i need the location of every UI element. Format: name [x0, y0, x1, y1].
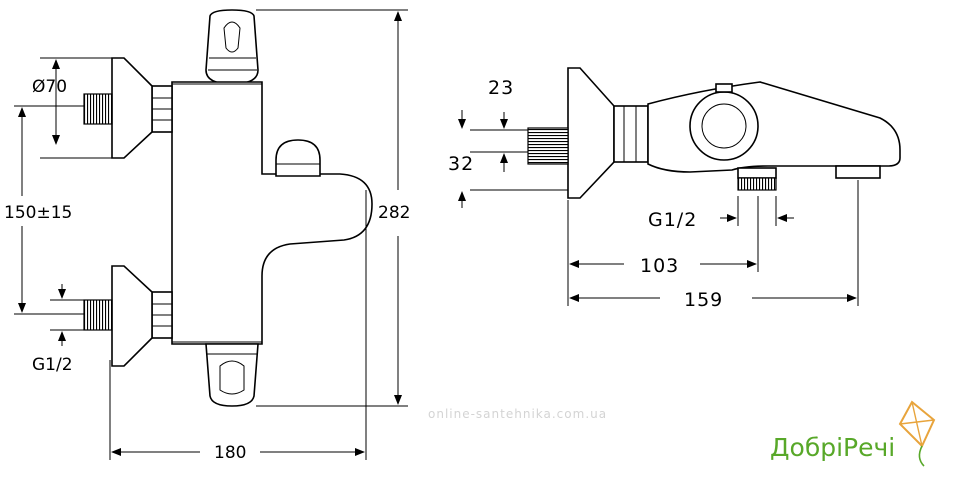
- side-view: [458, 67, 901, 306]
- watermark-text: online-santehnika.com.ua: [428, 407, 607, 421]
- dim-spacing-label: 150±15: [4, 203, 72, 223]
- upper-thread: [83, 93, 113, 125]
- top-handle: [205, 9, 259, 85]
- side-flange: [567, 67, 615, 199]
- bottom-handle: [205, 343, 259, 407]
- dim-height-label: 282: [378, 203, 410, 223]
- dim-outlet-thread-label: G1/2: [648, 209, 697, 231]
- lower-flange: [111, 265, 153, 367]
- valve-body: [171, 81, 373, 345]
- dim-outlet-depth-label: 103: [640, 255, 679, 277]
- spout-body: [647, 81, 901, 173]
- side-inlet-thread: [527, 127, 569, 165]
- upper-flange: [111, 57, 153, 159]
- dim-inlet-height-label: 32: [448, 153, 474, 175]
- logo-text: ДобріРечі: [770, 433, 895, 462]
- dim-thread-label: G1/2: [32, 355, 73, 375]
- shower-outlet-thread: [737, 177, 777, 191]
- control-knob: [275, 139, 321, 177]
- dim-diameter-label: Ø70: [32, 77, 67, 97]
- lower-thread: [83, 299, 113, 331]
- bath-outlet: [835, 165, 881, 179]
- brand-logo: ДобріРечі: [770, 400, 936, 467]
- front-view: [14, 9, 408, 460]
- side-nut: [613, 105, 649, 163]
- dim-width-label: 180: [214, 443, 246, 463]
- dim-total-depth-label: 159: [684, 289, 723, 311]
- side-control-ring: [689, 91, 759, 161]
- dim-top-offset-label: 23: [488, 77, 514, 99]
